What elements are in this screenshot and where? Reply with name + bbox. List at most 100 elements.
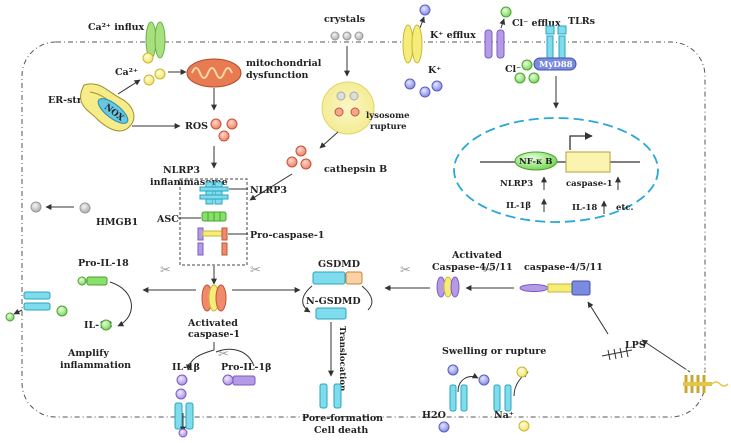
il1b-molecule xyxy=(178,428,188,438)
sodium-ion xyxy=(516,366,528,378)
cl-ion xyxy=(500,6,512,18)
ros-ion xyxy=(218,130,230,142)
k-ion xyxy=(431,80,443,92)
gene-box xyxy=(565,151,611,173)
pro-il1b-body xyxy=(232,375,256,386)
crystal xyxy=(342,31,352,41)
pro-caspase-1-label: Pro-caspase-1 xyxy=(250,230,324,241)
myd88-label: MyD88 xyxy=(539,60,573,70)
tlr-receptor xyxy=(545,25,567,61)
lysosome-label-2: rupture xyxy=(370,122,407,132)
casp4-label: caspase-4/5/11 xyxy=(524,262,603,273)
ros-ion xyxy=(210,118,222,130)
scissors-icon: ✂ xyxy=(250,263,261,278)
sodium-ion xyxy=(518,420,530,432)
nfkb-label: NF-κ B xyxy=(519,157,552,167)
il1b-molecule xyxy=(176,374,188,386)
k-ion xyxy=(419,4,431,16)
pore-label-2: Cell death xyxy=(314,425,368,436)
lysosome xyxy=(321,81,375,135)
n-gsdmd xyxy=(315,307,347,320)
cl-ion xyxy=(528,72,540,84)
hmgb1-outside xyxy=(30,201,42,213)
il18-molecule xyxy=(100,319,112,331)
amplify-label-1: Amplify xyxy=(67,348,109,359)
k-ion-label: K⁺ xyxy=(428,65,441,76)
na-label: Na⁺ xyxy=(494,410,514,421)
nlrp3-complex xyxy=(199,181,229,205)
il1b-molecule xyxy=(175,388,187,400)
il18-label: IL-18 xyxy=(84,320,113,331)
activated-caspase-1 xyxy=(201,284,227,312)
er-stress-label: ER-stress xyxy=(48,95,99,106)
nucleus xyxy=(453,117,659,223)
casp1-up-label: caspase-1 xyxy=(566,179,613,189)
asc-label: ASC xyxy=(156,214,179,225)
inflammasome-box xyxy=(179,178,248,266)
il1b-up-label: IL-1β xyxy=(506,201,531,211)
nfkb-factor xyxy=(514,151,558,171)
mitochondrion xyxy=(186,58,242,88)
k-efflux-label: K⁺ efflux xyxy=(430,30,476,41)
hmgb1-label: HMGB1 xyxy=(96,217,138,228)
mito-label-1: mitochondrial xyxy=(246,58,322,69)
il18-up-label: IL-18 xyxy=(572,203,597,213)
pro-il18-body xyxy=(86,276,108,286)
lysosome-label-1: lysosome xyxy=(366,111,410,121)
il1b-label: IL-1β xyxy=(172,362,200,373)
k-ion xyxy=(419,86,431,98)
cl-ion xyxy=(521,59,533,71)
water-molecule xyxy=(447,364,459,376)
nox-enzyme xyxy=(97,98,129,124)
transcription-arrow xyxy=(569,132,593,150)
water-molecule xyxy=(438,421,450,433)
crystal xyxy=(354,31,364,41)
il18-receptor xyxy=(23,291,51,311)
amplify-label-2: inflammation xyxy=(60,360,131,371)
lps-molecule-outside xyxy=(683,369,729,393)
calcium-channel xyxy=(145,21,166,59)
crystals-label: crystals xyxy=(324,14,365,25)
hmgb1-inside xyxy=(79,202,91,214)
cathepsin-label: cathepsin B xyxy=(324,164,387,175)
ca-ion xyxy=(143,74,155,86)
lps-label: LPS xyxy=(625,340,646,351)
pro-il18-label: Pro-IL-18 xyxy=(78,258,129,269)
gsdmd-label: GSDMD xyxy=(318,259,360,270)
inflammasome-label-2: inflammasome xyxy=(150,177,228,188)
scissors-icon: ✂ xyxy=(483,263,494,278)
k-ion xyxy=(404,78,416,90)
cathepsin-b xyxy=(300,158,312,170)
ca-ion xyxy=(154,68,166,80)
asc-adaptor xyxy=(201,211,227,222)
pro-caspase-1 xyxy=(197,227,228,256)
n-gsdmd-label: N-GSDMD xyxy=(306,296,361,307)
pore-label-1: Pore-formation xyxy=(302,413,383,424)
crystal xyxy=(330,31,340,41)
act-casp4-label-1: Activated xyxy=(451,250,502,261)
water-molecule xyxy=(478,374,490,386)
cathepsin-b xyxy=(295,145,307,157)
mito-label-2: dysfunction xyxy=(246,70,309,81)
etc-label: etc. xyxy=(616,203,634,213)
nlrp3-up-label: NLRP3 xyxy=(500,179,533,189)
act-casp4-label-2: Caspase-4/5/11 xyxy=(432,262,513,273)
swelling-label: Swelling or rupture xyxy=(442,346,546,357)
water-pore xyxy=(449,384,468,412)
gsdmd-pore xyxy=(319,383,342,409)
myd88 xyxy=(533,57,577,71)
scissors-icon: ✂ xyxy=(400,263,411,278)
gsdmd-pore-il1b xyxy=(174,402,194,430)
potassium-channel xyxy=(402,24,423,64)
lps-molecule-inside xyxy=(601,346,633,361)
tlrs-label: TLRs xyxy=(568,16,595,27)
caspase-4-5-11 xyxy=(519,280,591,296)
il18-molecule xyxy=(77,276,87,286)
act-casp1-label-1: Activated xyxy=(187,318,238,329)
nlrp3-label: NLRP3 xyxy=(250,185,287,196)
activated-caspase-4 xyxy=(436,276,460,298)
pro-il1b-label: Pro-IL-1β xyxy=(221,362,271,373)
gsdmd-full xyxy=(312,271,363,285)
